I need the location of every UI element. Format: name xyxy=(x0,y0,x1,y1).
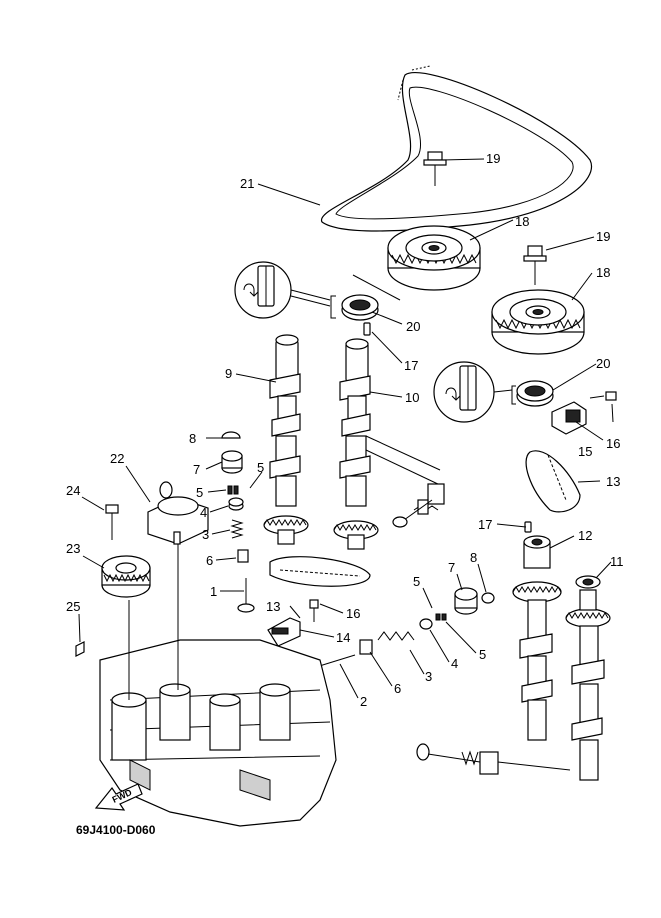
callout-10: 10 xyxy=(405,390,419,405)
callout-22: 22 xyxy=(110,451,124,466)
valve-lifter-left xyxy=(212,431,241,439)
valve-assembly-lower xyxy=(416,743,571,775)
callout-8-a: 8 xyxy=(189,431,196,446)
callout-5-d: 5 xyxy=(479,647,486,662)
callout-13-b: 13 xyxy=(266,599,280,614)
callout-23: 23 xyxy=(66,541,80,556)
shim-left xyxy=(221,450,243,474)
callout-2: 2 xyxy=(360,694,367,709)
chain-tensioner-middle xyxy=(267,599,319,647)
valve-cotter-left xyxy=(227,485,239,495)
camshaft-10 xyxy=(333,338,441,550)
callout-1: 1 xyxy=(210,584,217,599)
callout-5-a: 5 xyxy=(257,460,264,475)
callout-24: 24 xyxy=(66,483,80,498)
callout-21: 21 xyxy=(240,176,254,191)
cam-pulley-right xyxy=(491,289,585,355)
oil-seal-right xyxy=(516,380,554,407)
callout-20-b: 20 xyxy=(596,356,610,371)
callout-16-a: 16 xyxy=(606,436,620,451)
dowel-pin-upper xyxy=(363,322,371,336)
callout-5-b: 5 xyxy=(196,485,203,500)
bolt-19-upper xyxy=(423,151,447,186)
bolt-24 xyxy=(105,504,119,540)
callout-20-a: 20 xyxy=(406,319,420,334)
seal-detail-right xyxy=(433,361,516,423)
callout-18-a: 18 xyxy=(515,214,529,229)
camshaft-9 xyxy=(263,334,309,545)
cylinder-head xyxy=(99,544,337,827)
callout-7-b: 7 xyxy=(448,560,455,575)
camshaft-11 xyxy=(565,575,611,781)
belt-tensioner xyxy=(147,481,209,545)
callout-4-b: 4 xyxy=(451,656,458,671)
callout-9: 9 xyxy=(225,366,232,381)
callout-4-a: 4 xyxy=(200,505,207,520)
callout-6-a: 6 xyxy=(206,553,213,568)
valve-lifter-right xyxy=(481,592,495,604)
callout-17-a: 17 xyxy=(404,358,418,373)
seal-detail-left xyxy=(234,261,336,319)
callout-25: 25 xyxy=(66,599,80,614)
timing-chain-middle xyxy=(269,556,371,587)
callout-17-b: 17 xyxy=(478,517,492,532)
callout-16-b: 16 xyxy=(346,606,360,621)
callout-3-b: 3 xyxy=(425,669,432,684)
callout-18-b: 18 xyxy=(596,265,610,280)
pin-25 xyxy=(75,641,85,657)
callout-12: 12 xyxy=(578,528,592,543)
valve-spring-left xyxy=(230,519,244,539)
valve-left xyxy=(237,578,255,613)
callout-19-b: 19 xyxy=(596,229,610,244)
spring-retainer-left xyxy=(228,497,244,511)
callout-19-a: 19 xyxy=(486,151,500,166)
chain-tensioner-right xyxy=(551,391,617,435)
callout-7-a: 7 xyxy=(193,462,200,477)
shim-right xyxy=(454,587,478,615)
timing-belt xyxy=(321,65,593,232)
callout-11: 11 xyxy=(610,554,624,569)
timing-chain-right xyxy=(525,450,581,513)
oil-seal-left xyxy=(341,274,401,321)
callout-5-c: 5 xyxy=(413,574,420,589)
callout-13-a: 13 xyxy=(606,474,620,489)
valve-assembly-upper xyxy=(392,483,445,528)
leader-lines xyxy=(78,158,614,699)
callout-15: 15 xyxy=(578,444,592,459)
callout-6-b: 6 xyxy=(394,681,401,696)
callout-3-a: 3 xyxy=(202,527,209,542)
callout-labels: 21 19 18 19 18 20 17 9 10 20 16 15 13 17… xyxy=(66,151,624,837)
callout-8-b: 8 xyxy=(470,550,477,565)
diagram-code: 69J4100-D060 xyxy=(76,823,156,837)
idler-pulley xyxy=(101,555,151,598)
bolt-19-right xyxy=(523,245,547,285)
valve-seal-left xyxy=(237,549,249,563)
camshaft-12 xyxy=(512,535,562,741)
cam-pulley-upper xyxy=(387,225,481,291)
callout-14: 14 xyxy=(336,630,350,645)
